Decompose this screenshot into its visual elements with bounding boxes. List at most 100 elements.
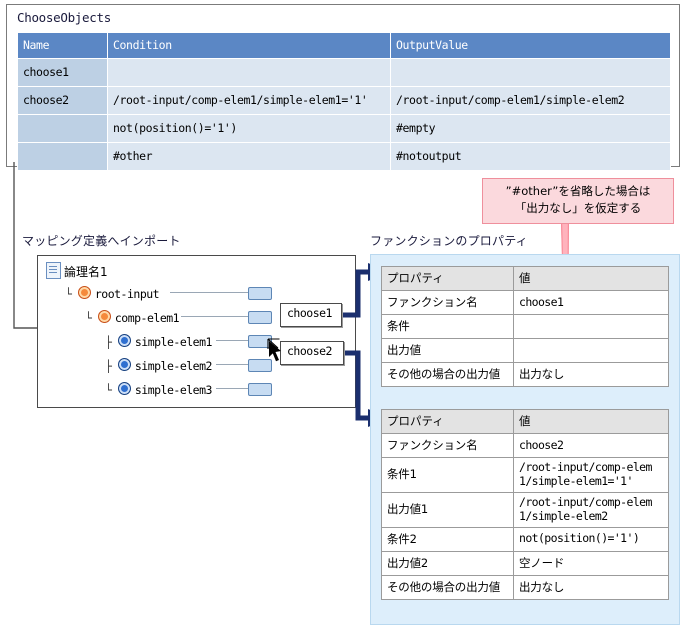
callout-note: ”#other”を省略した場合は 「出力なし」を仮定する [482,178,674,224]
properties-section-label: ファンクションのプロパティ [370,234,528,248]
cell-name: choose1 [17,58,108,87]
tree-node-comp-elem1[interactable]: └ comp-elem1 [85,310,180,325]
column-header-property: プロパティ [381,266,514,291]
callout-line-2: 「出力なし」を仮定する [514,200,642,215]
column-header-value: 値 [513,409,669,434]
property-value: /root-input/comp-elem1/simple-elem1='1' [513,457,669,493]
property-value: not(position()='1') [513,526,669,552]
leader-line [170,292,248,293]
property-key: 条件 [381,314,514,339]
panel-title: ChooseObjects [17,10,111,25]
connector-terminal[interactable] [248,383,272,396]
document-icon [46,262,61,279]
property-value: choose2 [513,433,669,458]
cell-output: /root-input/comp-elem1/simple-elem2 [390,86,671,115]
cell-condition: #other [107,142,391,171]
cell-condition: /root-input/comp-elem1/simple-elem1='1' [107,86,391,115]
callout-line-1: ”#other”を省略した場合は [505,184,651,198]
table-row: choose2 /root-input/comp-elem1/simple-el… [17,86,671,115]
tree-node-label: root-input [94,287,160,301]
property-value: 出力なし [513,574,669,600]
property-key: 条件2 [381,526,514,552]
cell-name: choose2 [17,86,108,115]
complex-node-icon [97,310,111,323]
table-row: 条件2 not(position()='1') [381,526,669,552]
tree-node-logical-name[interactable]: 論理名1 [46,262,108,280]
table-row: not(position()='1') #empty [17,114,671,143]
cell-condition [107,58,391,87]
tree-branch-glyph: ├ [105,359,118,373]
tree-node-root-input[interactable]: └ root-input [65,286,160,301]
function-box-choose2[interactable]: choose2 [280,341,344,365]
property-value [513,314,669,339]
tree-node-label: comp-elem1 [114,311,180,325]
tree-branch-glyph: ├ [105,335,118,349]
connector-terminal[interactable] [248,311,272,324]
property-key: 出力値2 [381,550,514,576]
table-row: 出力値1 /root-input/comp-elem1/simple-elem2 [381,491,669,528]
property-key: 出力値 [381,338,514,363]
mouse-cursor-icon [267,338,281,362]
choose-objects-panel: ChooseObjects Name Condition OutputValue… [6,4,680,171]
tree-node-simple-elem2[interactable]: ├ simple-elem2 [105,358,212,373]
property-key: その他の場合の出力値 [381,362,514,387]
simple-node-icon [117,358,131,371]
simple-node-icon [117,382,131,395]
table-row: 出力値 [381,338,669,363]
tree-node-label: simple-elem2 [134,359,213,373]
property-value: /root-input/comp-elem1/simple-elem2 [513,491,669,528]
table-row: 条件 [381,314,669,339]
table-header-row: プロパティ 値 [381,266,669,291]
cell-name [17,114,108,143]
connector-terminal[interactable] [248,287,272,300]
complex-node-icon [77,286,91,299]
table-header-row: Name Condition OutputValue [17,32,671,59]
leader-line [216,340,248,341]
cell-condition: not(position()='1') [107,114,391,143]
properties-table-choose2: プロパティ 値 ファンクション名 choose2 条件1 /root-input… [381,409,669,600]
table-row: #other #notoutput [17,142,671,171]
tree-section-label: マッピング定義へインポート [22,234,181,248]
column-header-condition: Condition [107,32,391,59]
cell-name [17,142,108,171]
property-value: 空ノード [513,550,669,576]
property-key: ファンクション名 [381,433,514,458]
tree-node-label: 論理名1 [64,265,108,279]
table-row: choose1 [17,58,671,87]
table-row: ファンクション名 choose2 [381,433,669,458]
tree-node-label: simple-elem3 [134,383,213,397]
property-key: その他の場合の出力値 [381,574,514,600]
table-row: その他の場合の出力値 出力なし [381,362,669,387]
simple-node-icon [117,334,131,347]
cell-output: #empty [390,114,671,143]
tree-branch-glyph: └ [65,287,78,301]
tree-node-simple-elem1[interactable]: ├ simple-elem1 [105,334,212,349]
choose-objects-table: Name Condition OutputValue choose1 choos… [17,32,671,171]
table-row: ファンクション名 choose1 [381,290,669,315]
function-box-choose1[interactable]: choose1 [280,303,342,327]
table-row: 条件1 /root-input/comp-elem1/simple-elem1=… [381,457,669,493]
property-value: choose1 [513,290,669,315]
property-value [513,338,669,363]
tree-branch-glyph: └ [85,311,98,325]
property-key: 出力値1 [381,491,514,528]
leader-line [181,316,248,317]
connector-terminal[interactable] [248,359,272,372]
table-header-row: プロパティ 値 [381,409,669,434]
table-row: 出力値2 空ノード [381,550,669,576]
column-header-property: プロパティ [381,409,514,434]
table-row: その他の場合の出力値 出力なし [381,574,669,600]
column-header-outputvalue: OutputValue [390,32,671,59]
leader-line [216,388,248,389]
leader-line [216,364,248,365]
tree-node-simple-elem3[interactable]: └ simple-elem3 [105,382,212,397]
cell-output: #notoutput [390,142,671,171]
mapping-tree-panel: 論理名1 └ root-input └ comp-elem1 ├ simple-… [37,255,356,408]
column-header-value: 値 [513,266,669,291]
properties-table-choose1: プロパティ 値 ファンクション名 choose1 条件 出力値 その他の場合の出… [381,266,669,387]
function-box-label: choose1 [287,306,332,320]
column-header-name: Name [17,32,108,59]
tree-branch-glyph: └ [105,383,118,397]
cell-output [390,58,671,87]
tree-node-label: simple-elem1 [134,335,213,349]
